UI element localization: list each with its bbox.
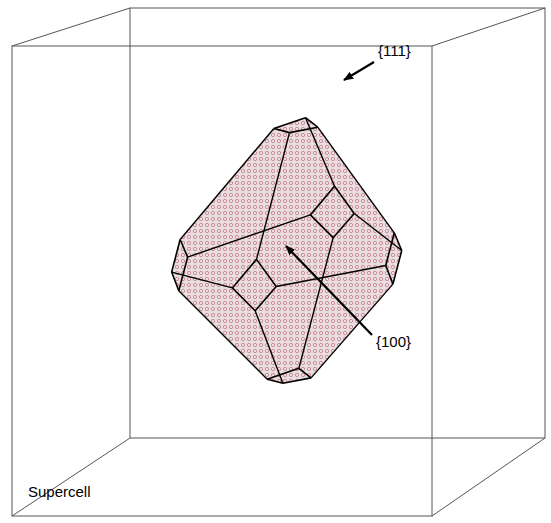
facet-edge: [393, 250, 402, 284]
facet-edge: [257, 133, 290, 260]
facet-edge: [310, 215, 333, 238]
facet-edge: [283, 378, 311, 383]
facet-edge: [267, 368, 299, 379]
facet-edge: [305, 118, 334, 187]
facet-edge: [180, 239, 187, 257]
facet-edge: [333, 214, 354, 238]
facet-edge: [267, 379, 283, 383]
facet-edge: [354, 214, 402, 251]
facet-edge: [255, 311, 283, 384]
leader-arrows: [286, 62, 374, 335]
facet-edge: [232, 259, 256, 288]
facet-edge: [299, 368, 311, 378]
facet-edge: [180, 129, 274, 240]
facet-edge: [311, 284, 393, 378]
facet-edge: [310, 186, 334, 215]
facet-edge: [290, 127, 318, 132]
nanoparticle: [172, 118, 402, 384]
facet-edge: [255, 287, 276, 311]
facet-edge: [335, 186, 355, 213]
facet-edge: [179, 257, 188, 291]
facet-label: {100}: [376, 334, 411, 351]
atom-cluster: [172, 118, 402, 384]
facet-edge: [179, 291, 267, 379]
facet-edge: [232, 288, 255, 311]
facet-edge: [386, 233, 395, 266]
facet-edge: [299, 238, 333, 369]
facet-label: {111}: [378, 43, 411, 60]
facet-edge: [274, 118, 306, 129]
facet-edge: [318, 127, 395, 233]
facet-edge: [257, 259, 277, 286]
facet-edge: [386, 265, 393, 284]
supercell-box: [12, 8, 545, 516]
box-label: Supercell: [28, 484, 91, 501]
facet-edge: [172, 239, 181, 272]
facet-edge: [172, 272, 179, 291]
facet-edge: [276, 265, 386, 286]
facet-edge: [274, 129, 290, 133]
